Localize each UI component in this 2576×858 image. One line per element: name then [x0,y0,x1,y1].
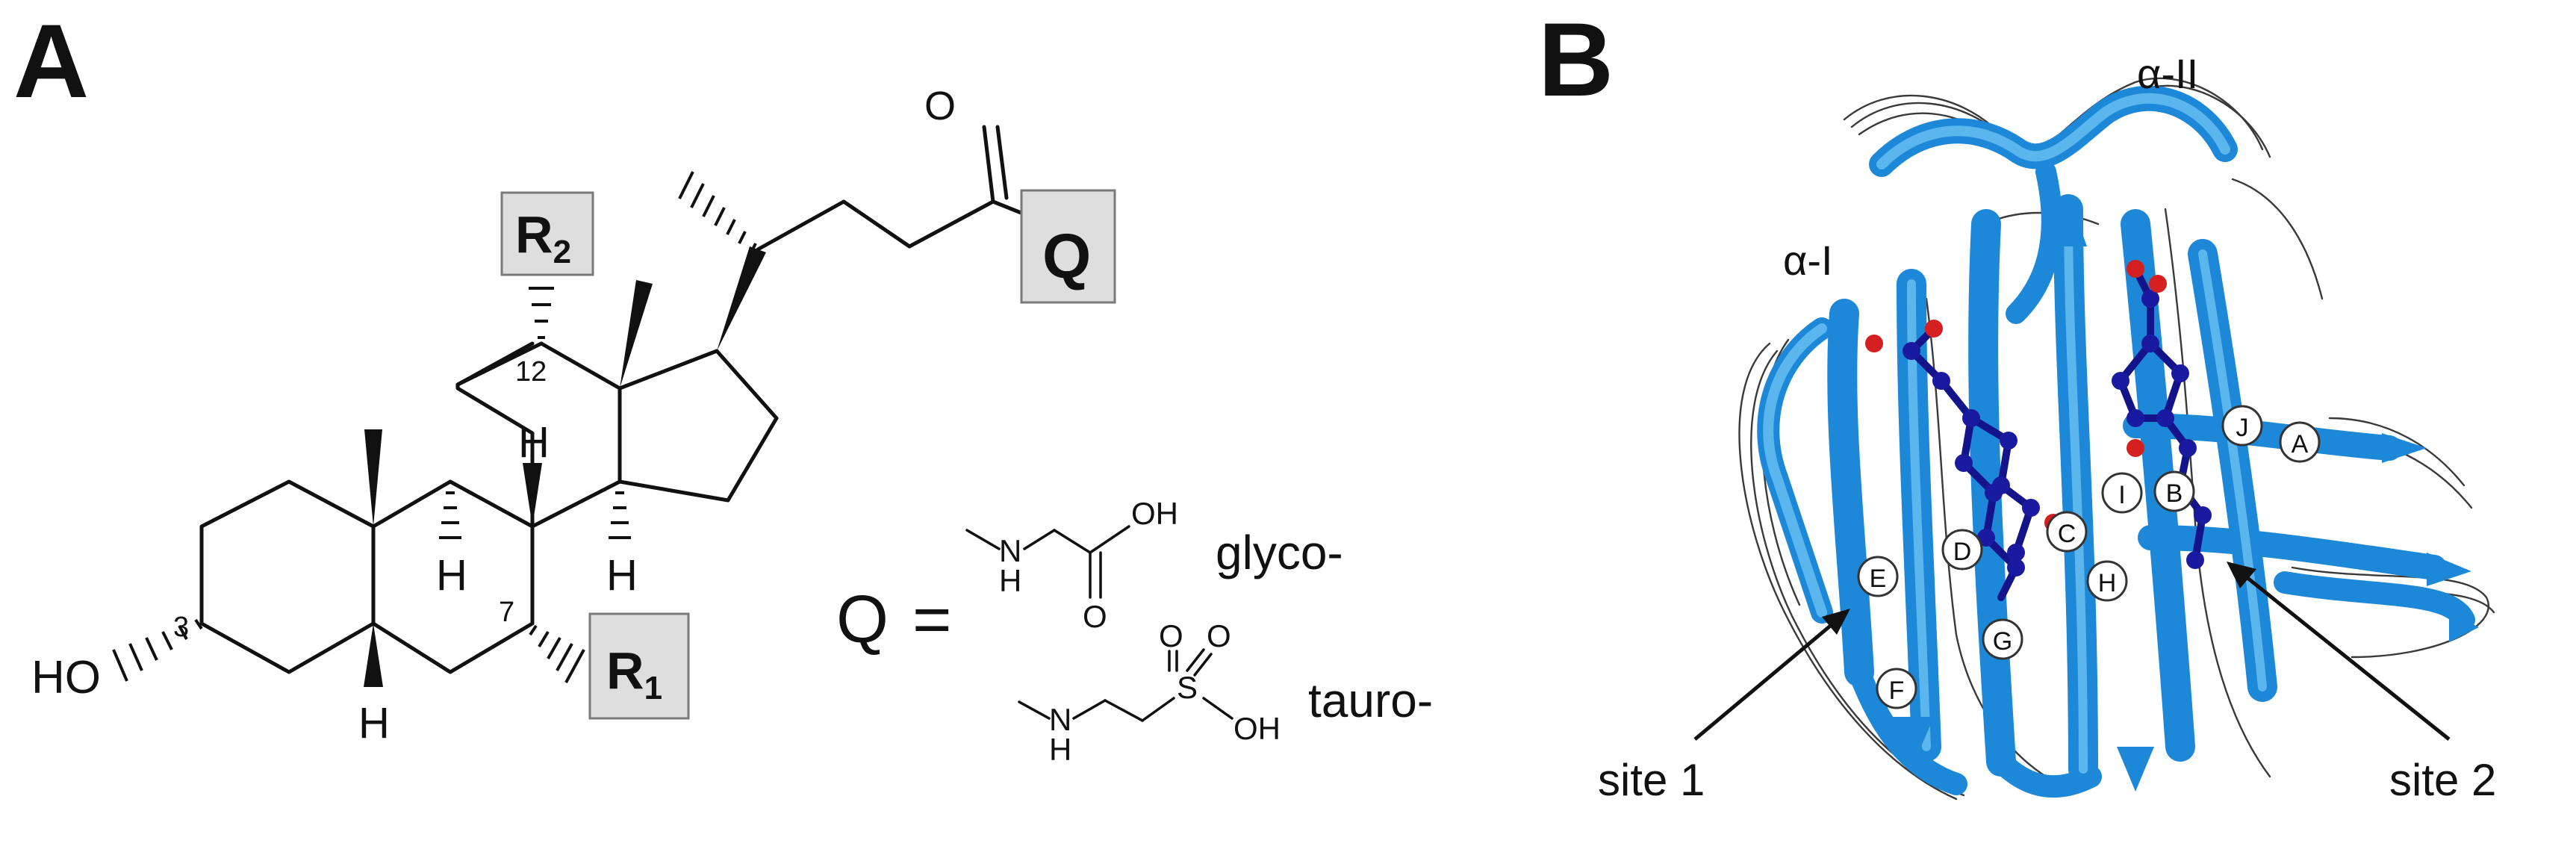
helix-alpha-2-label: α-II [2137,50,2198,97]
ligand-site-2 [2112,260,2212,569]
h14-hash [609,491,631,539]
strand-label-b: B [2153,470,2195,512]
strand-label-c: C [2046,511,2088,553]
strand-labels: A B C D E F G [1857,405,2321,709]
glycine-n: N [999,533,1021,568]
svg-text:J: J [2236,414,2249,442]
glycine-h: H [999,563,1021,598]
taurine-h: H [1049,732,1071,767]
protein-ribbons [1757,85,2479,798]
c7-number: 7 [499,597,514,628]
ligand-site-1 [1865,320,2062,601]
c12-number: 12 [515,356,547,388]
strand-label-j: J [2221,405,2263,447]
taurine-o1: O [1159,618,1183,653]
q-equation-q: Q [836,582,889,657]
r1-group: R1 [588,612,690,720]
h9-hash [439,491,461,539]
site-2-label: site 2 [2389,755,2496,805]
strand-label-a: A [2279,421,2321,463]
q-label: Q [1042,221,1091,291]
q-definition: Q = N H OH O glyco- [836,496,1433,767]
panel-a: A [13,2,1433,767]
helix-alpha-1-label: α-I [1783,237,1833,284]
h-label-8: H [518,418,550,467]
q-group: Q [1020,189,1116,304]
glycine-structure: N H OH O glyco- [965,496,1343,634]
h-label-9: H [436,551,467,600]
taurine-oh: OH [1233,711,1281,746]
strand-label-f: F [1876,668,1917,709]
q-equation-equals: = [912,582,952,657]
r2-group: R2 [500,191,594,276]
ho-label: HO [31,652,101,703]
site-1-label: site 1 [1598,755,1705,805]
r1-hash [529,624,585,683]
svg-text:G: G [1993,627,2012,656]
r2-hash [529,287,554,339]
svg-text:I: I [2118,481,2125,509]
svg-text:F: F [1889,677,1905,705]
side-chain-hash [678,171,757,253]
h-label-5: H [358,699,390,747]
h-label-14: H [606,551,638,600]
site-2-arrow [2227,562,2451,741]
panel-b-label: B [1538,1,1614,118]
tauro-label: tauro- [1308,674,1433,727]
steroid-skeleton [112,125,1033,687]
svg-text:H: H [2098,569,2117,597]
glycine-o: O [1083,599,1107,634]
svg-text:D: D [1953,538,1972,566]
glyco-label: glyco- [1216,526,1343,579]
strand-label-h: H [2086,560,2128,602]
r2-label: R2 [515,205,571,270]
taurine-n: N [1049,702,1071,737]
r1-label: R1 [606,641,662,706]
svg-text:B: B [2166,479,2183,508]
taurine-structure: N H S O O OH tauro- [1018,618,1433,767]
svg-text:A: A [2292,430,2309,458]
taurine-o2: O [1207,618,1231,653]
svg-text:E: E [1870,565,1887,593]
panel-b: B [1538,1,2496,805]
panel-a-label: A [13,2,89,119]
glycine-oh: OH [1131,496,1178,531]
strand-label-e: E [1857,556,1899,597]
strand-label-d: D [1941,529,1983,571]
carbonyl-oxygen: O [924,84,956,128]
strand-label-i: I [2101,472,2143,514]
site-1-arrow [1693,609,1850,741]
c3-number: 3 [173,612,189,643]
strand-label-g: G [1982,618,2023,660]
oh-hash [112,618,203,682]
taurine-s: S [1177,670,1198,705]
svg-text:C: C [2058,520,2076,548]
